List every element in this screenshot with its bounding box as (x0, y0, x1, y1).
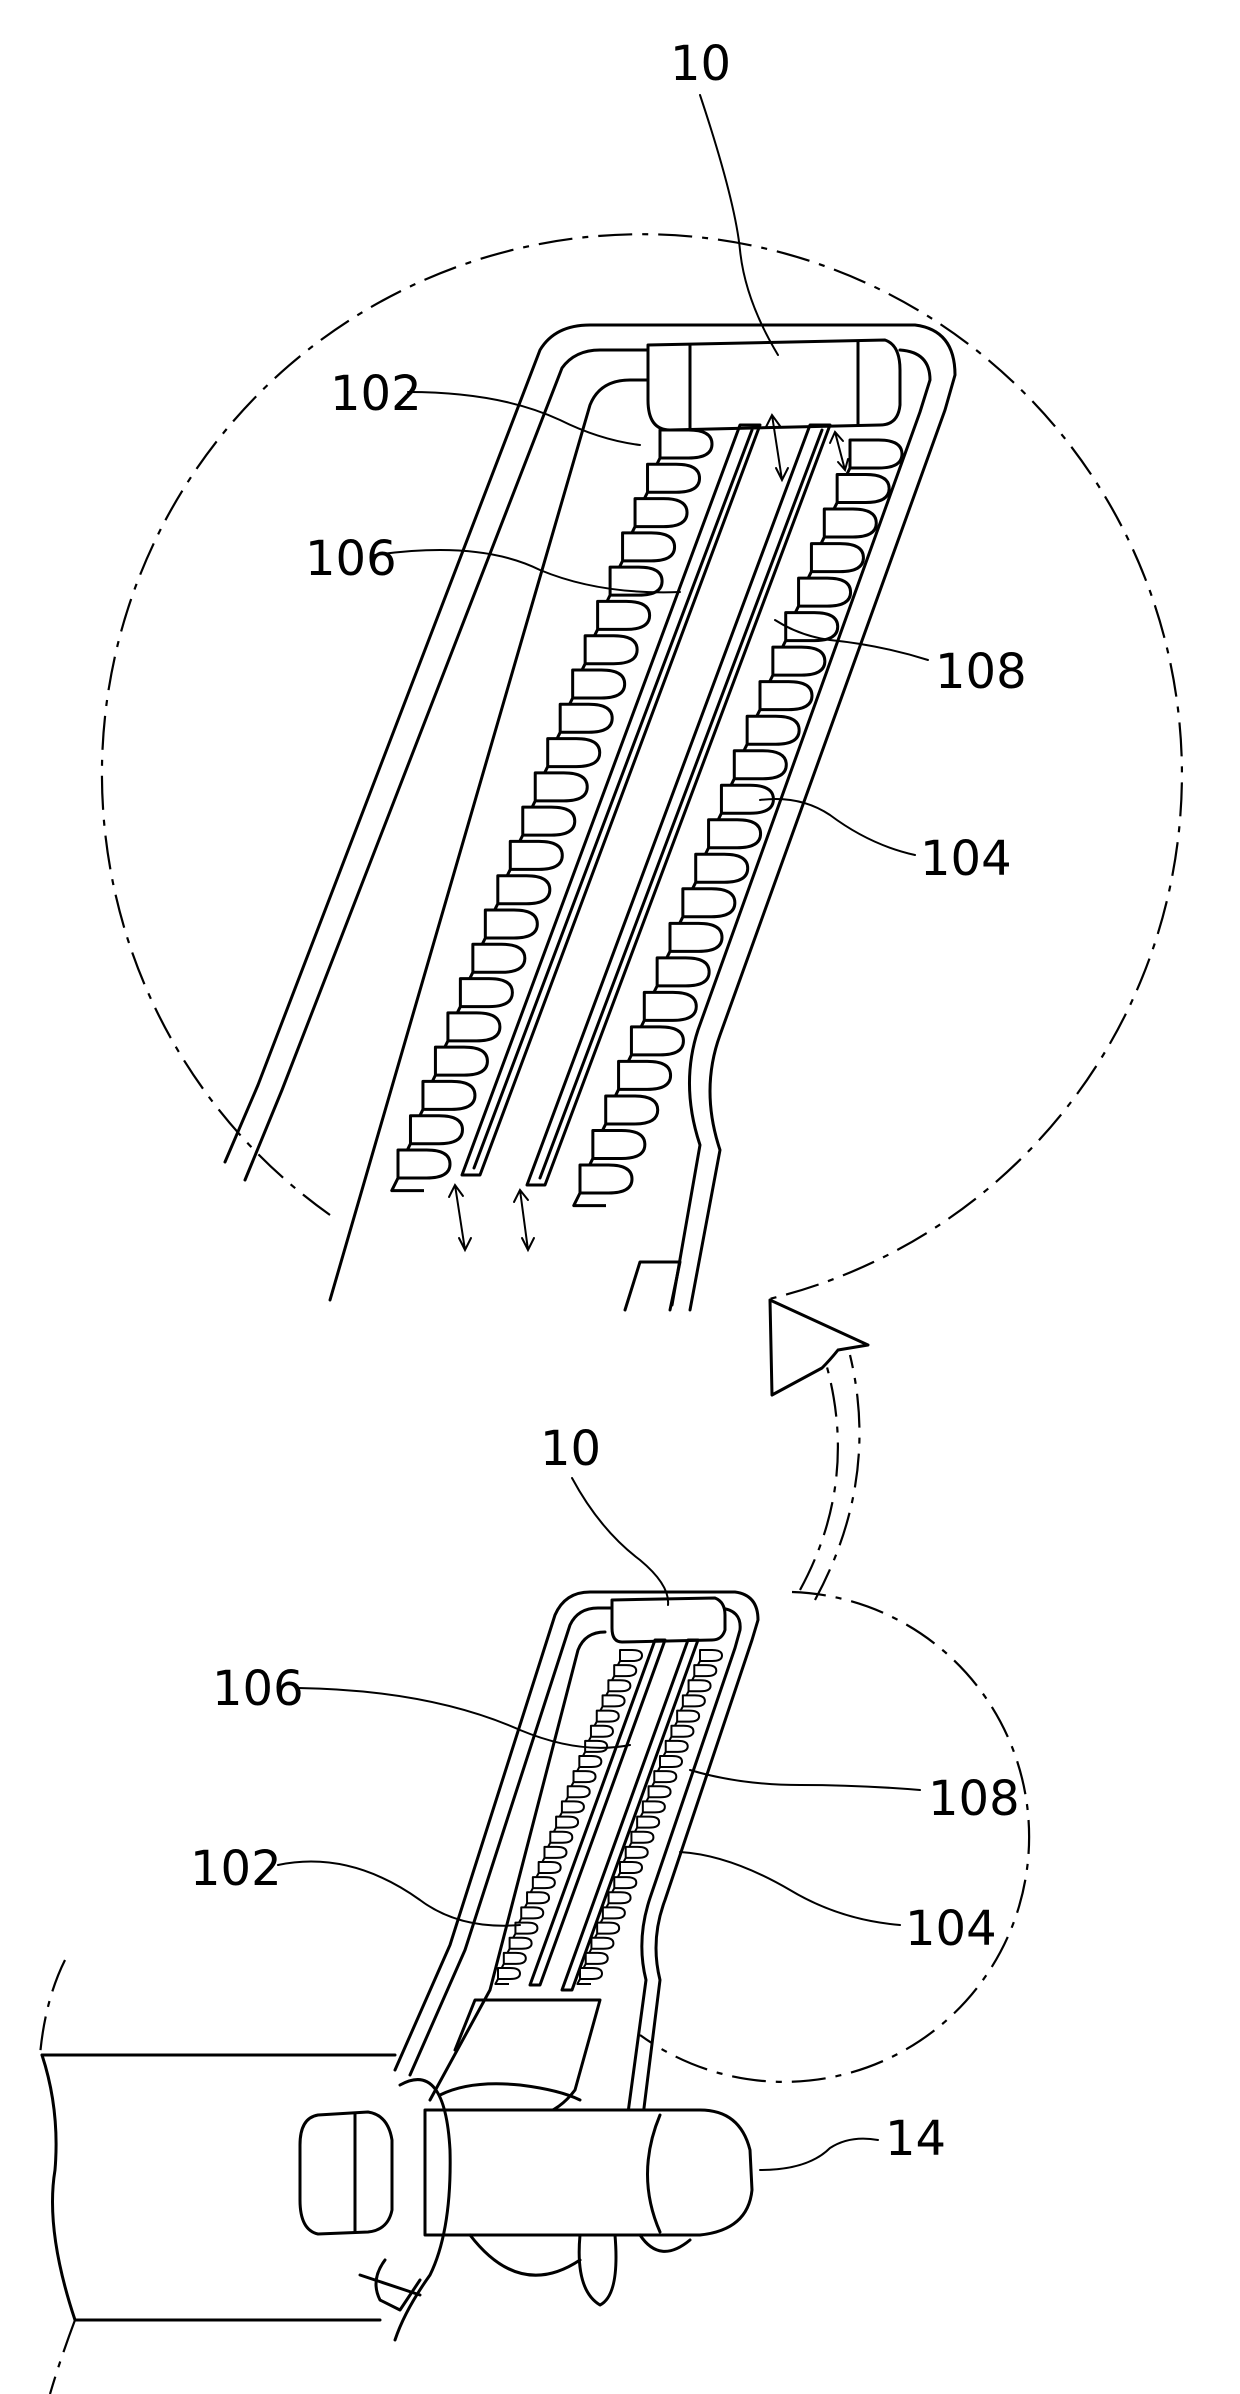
coupling-14 (425, 2110, 752, 2235)
staple-pocket (617, 1650, 642, 1666)
slot-106-inner (474, 430, 752, 1168)
leader-10-top (700, 95, 778, 355)
staple-pocket (548, 1832, 573, 1848)
staple-pocket (675, 1711, 700, 1727)
staple-pocket (617, 1862, 642, 1878)
staple-pocket (542, 1847, 567, 1863)
label-14: 14 (885, 2111, 946, 2167)
staple-pocket (392, 1150, 450, 1191)
label-106-top: 106 (305, 531, 397, 587)
leader-102-top (408, 392, 640, 445)
staple-pocket (571, 1771, 596, 1787)
staple-pocket (565, 1786, 590, 1802)
staple-pocket (583, 1953, 608, 1969)
staple-pockets-small-left (495, 1650, 642, 1984)
bottom-tab (625, 1262, 680, 1310)
shaft-break-top (40, 1960, 65, 2055)
jaw-inner-3 (430, 1632, 605, 2100)
leader-108-bottom (690, 1770, 920, 1790)
staple-pocket (588, 1726, 613, 1742)
label-102-bottom: 102 (190, 1841, 282, 1897)
staple-pocket (600, 1907, 625, 1923)
staple-pocket (577, 1756, 602, 1772)
jaw-link (440, 2084, 580, 2100)
slot-108 (527, 425, 830, 1185)
leader-104-bottom (680, 1852, 900, 1925)
staple-pocket (600, 1695, 625, 1711)
staple-pocket (692, 1665, 717, 1681)
staple-pocket (559, 1801, 584, 1817)
staple-pocket (629, 1832, 654, 1848)
label-106-bottom: 106 (212, 1661, 304, 1717)
coupling-left-cap (300, 2112, 392, 2234)
staple-pocket (663, 1741, 688, 1757)
staple-pocket (530, 1877, 555, 1893)
leader-104-top (760, 799, 915, 855)
staple-pocket (589, 1938, 614, 1954)
staple-pocket (612, 1665, 637, 1681)
leader-10-bottom (572, 1478, 668, 1605)
staple-pocket (507, 1938, 532, 1954)
staple-pocket (623, 1847, 648, 1863)
staple-pocket (606, 1680, 631, 1696)
shaft-break-bottom (50, 2320, 75, 2394)
staple-pocket (652, 1771, 677, 1787)
label-10-top: 10 (670, 36, 731, 92)
label-104-top: 104 (920, 831, 1012, 887)
staple-pocket (612, 1877, 637, 1893)
label-104-bottom: 104 (905, 1901, 997, 1957)
staple-pocket (553, 1817, 578, 1833)
label-10-bottom: 10 (540, 1421, 601, 1477)
staple-pocket (524, 1892, 549, 1908)
staple-pocket (495, 1968, 520, 1984)
slot-106 (462, 425, 760, 1175)
staple-pocket (669, 1726, 694, 1742)
lower-loops (470, 2235, 690, 2305)
staple-pocket (536, 1862, 561, 1878)
staple-pocket (606, 1892, 631, 1908)
detail-enlarged-view: 10 102 106 108 104 (102, 36, 1182, 1310)
arrowhead (770, 1300, 868, 1395)
staple-pocket (594, 1711, 619, 1727)
shaft-break-curve (42, 2055, 75, 2320)
clamp-wire-3 (360, 2275, 420, 2295)
staple-pocket (519, 1907, 544, 1923)
staple-pocket (686, 1680, 711, 1696)
leader-14 (760, 2139, 878, 2170)
leader-106-bottom (298, 1688, 630, 1748)
label-108-top: 108 (935, 644, 1027, 700)
staple-pocket (646, 1786, 671, 1802)
staple-pocket (635, 1817, 660, 1833)
device-overall-view: 10 106 108 102 104 14 (40, 1421, 1029, 2394)
staple-pockets-small-right (577, 1650, 722, 1984)
staple-pocket (657, 1756, 682, 1772)
label-108-bottom: 108 (928, 1771, 1020, 1827)
jaw-inner-1 (410, 1608, 620, 2075)
magnify-arrow (770, 1300, 868, 1600)
staple-pocket (680, 1695, 705, 1711)
staple-pocket (595, 1923, 620, 1939)
staple-pocket (577, 1968, 602, 1984)
staple-pocket (640, 1801, 665, 1817)
label-102-top: 102 (330, 366, 422, 422)
staple-pocket (697, 1650, 722, 1666)
staple-pocket (501, 1953, 526, 1969)
staple-pocket (574, 1165, 632, 1206)
